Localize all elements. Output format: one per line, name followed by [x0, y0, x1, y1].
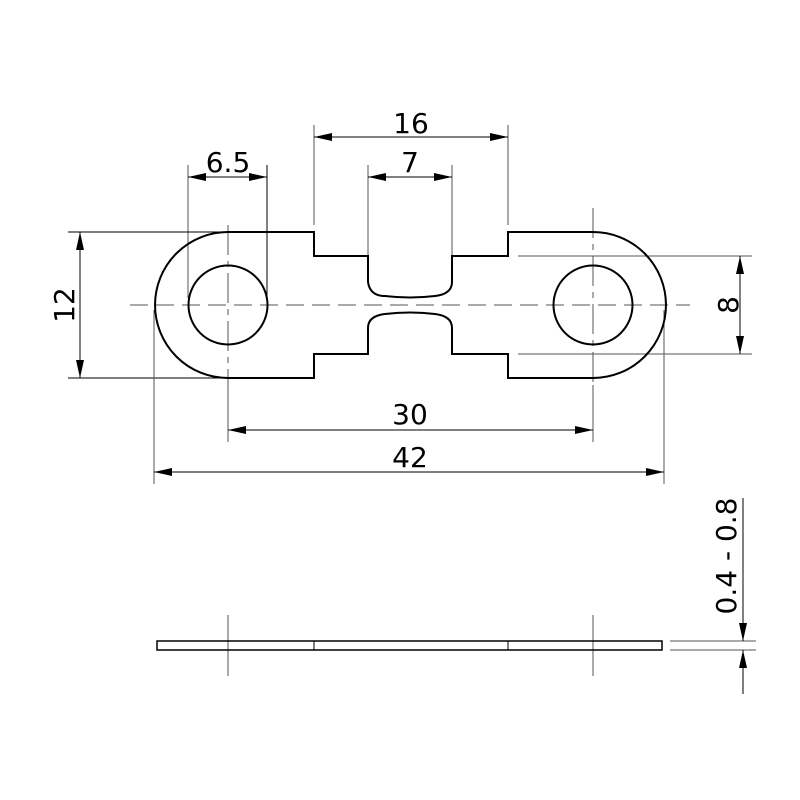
left-hole — [187, 264, 269, 346]
dim-7-label: 7 — [401, 146, 419, 179]
dim-42-label: 42 — [392, 441, 428, 474]
side-view — [156, 615, 663, 676]
dimension-7: 7 — [368, 146, 452, 181]
dimension-thickness: 0.4 - 0.8 — [670, 498, 756, 694]
dimension-16: 16 — [314, 107, 508, 141]
dimension-42: 42 — [154, 441, 664, 476]
dimension-12: 12 — [48, 232, 84, 378]
dimension-6-5: 6.5 — [188, 146, 267, 181]
dim-thickness-label: 0.4 - 0.8 — [710, 498, 743, 615]
dim-12-label: 12 — [48, 287, 81, 323]
extension-lines — [68, 125, 752, 484]
right-hole — [552, 264, 634, 346]
centerlines — [130, 208, 690, 385]
dim-8-label: 8 — [712, 296, 745, 314]
part-outline-top-view — [154, 231, 667, 379]
dim-6-5-label: 6.5 — [206, 146, 251, 179]
dimension-8: 8 — [712, 256, 745, 354]
dim-16-label: 16 — [393, 107, 429, 140]
dim-30-label: 30 — [392, 398, 428, 431]
dimension-30: 30 — [228, 398, 593, 434]
